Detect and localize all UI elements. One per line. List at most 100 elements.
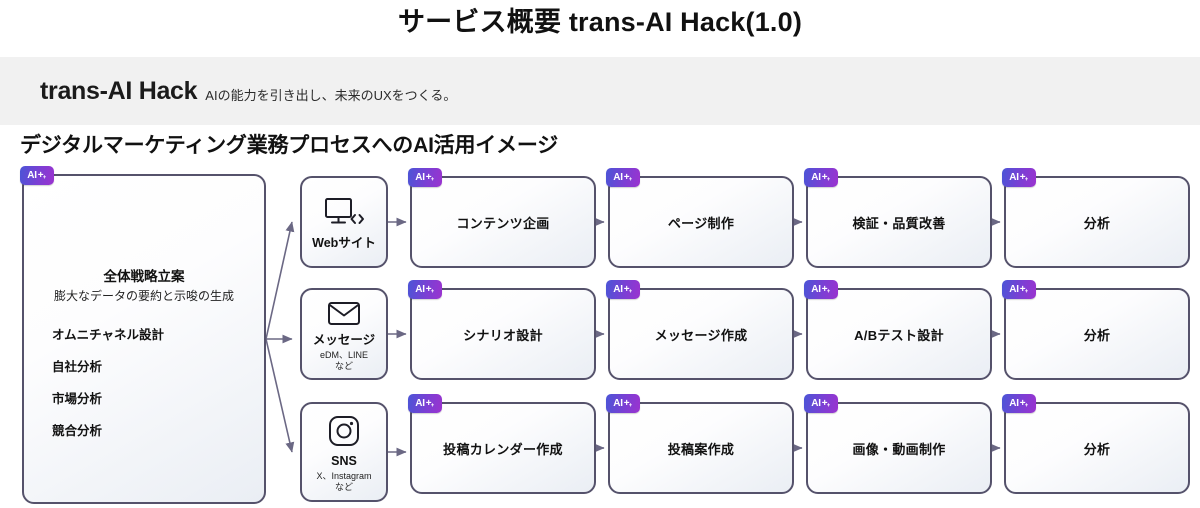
strategy-title: 全体戦略立案 xyxy=(103,269,185,284)
ai-badge-icon: AI + + xyxy=(606,168,640,187)
ai-badge-icon: AI + + xyxy=(408,394,442,413)
process-card-msg-3[interactable]: AI + + A/Bテスト設計 xyxy=(804,280,992,380)
channel-card-web[interactable]: Webサイト xyxy=(300,176,388,268)
ai-sparkle-primary: + xyxy=(821,398,828,409)
ai-sparkle-secondary: + xyxy=(628,403,633,409)
ai-sparkle-icon: + + xyxy=(623,172,633,184)
channel-sublabel: X、Instagram など xyxy=(316,471,372,492)
ai-badge-label: AI xyxy=(811,171,821,183)
ai-badge-label: AI xyxy=(1009,283,1019,295)
ai-sparkle-secondary: + xyxy=(826,403,831,409)
process-card-sns-2[interactable]: AI + + 投稿案作成 xyxy=(606,394,794,494)
ai-sparkle-primary: + xyxy=(1019,398,1026,409)
ai-badge-icon: AI + + xyxy=(606,394,640,413)
strategy-item: オムニチャネル設計 xyxy=(52,328,165,342)
ai-sparkle-secondary: + xyxy=(826,289,831,295)
channel-label: メッセージ xyxy=(312,333,376,347)
ai-sparkle-primary: + xyxy=(1019,172,1026,183)
ai-badge-icon: AI + + xyxy=(1002,168,1036,187)
channel-label: SNS xyxy=(331,454,357,468)
process-card-sns-1[interactable]: AI + + 投稿カレンダー作成 xyxy=(408,394,596,494)
ai-badge-label: AI xyxy=(415,171,425,183)
process-card-sns-4[interactable]: AI + + 分析 xyxy=(1002,394,1190,494)
ai-badge-label: AI xyxy=(1009,397,1019,409)
ai-badge-label: AI xyxy=(613,171,623,183)
fanout-connectors xyxy=(265,221,295,453)
ai-badge-label: AI xyxy=(811,397,821,409)
process-label: シナリオ設計 xyxy=(463,327,543,343)
channel-card-sns[interactable]: SNS X、Instagram など xyxy=(300,402,388,502)
ai-sparkle-icon: + + xyxy=(425,284,435,296)
ai-sparkle-primary: + xyxy=(1019,284,1026,295)
process-card-msg-4[interactable]: AI + + 分析 xyxy=(1002,280,1190,380)
ai-sparkle-primary: + xyxy=(425,172,432,183)
strategy-item: 自社分析 xyxy=(52,360,103,374)
process-card-msg-1[interactable]: AI + + シナリオ設計 xyxy=(408,280,596,380)
ai-sparkle-primary: + xyxy=(425,398,432,409)
process-label: 画像・動画制作 xyxy=(852,441,946,457)
ai-sparkle-secondary: + xyxy=(42,175,47,181)
ai-sparkle-secondary: + xyxy=(430,177,435,183)
ai-badge-label: AI xyxy=(1009,171,1019,183)
ai-sparkle-icon: + + xyxy=(624,398,633,410)
process-label: 分析 xyxy=(1083,441,1111,457)
ai-sparkle-secondary: + xyxy=(1024,289,1029,295)
process-card-web-1[interactable]: AI + + コンテンツ企画 xyxy=(408,168,596,268)
ai-badge-icon: AI + + xyxy=(1002,280,1036,299)
ai-badge-icon: AI + + xyxy=(408,280,442,299)
ai-sparkle-secondary: + xyxy=(430,403,435,409)
strategy-item: 競合分析 xyxy=(52,424,103,438)
process-diagram: AI + + 全体戦略立案 膨大なデータの要約と示唆の生成 オムニチャネル設計 … xyxy=(0,160,1200,508)
brand-banner-content: trans-AI Hack AIの能力を引き出し、未来のUXをつくる。 xyxy=(40,57,456,125)
process-card-msg-2[interactable]: AI + + メッセージ作成 xyxy=(606,280,794,380)
ai-badge-icon: AI + + xyxy=(804,168,838,187)
ai-badge-icon: AI + + xyxy=(804,280,838,299)
ai-sparkle-primary: + xyxy=(623,284,630,295)
ai-badge-icon: AI + + xyxy=(1002,394,1036,413)
process-label: ページ制作 xyxy=(667,215,735,231)
process-card-web-2[interactable]: AI + + ページ制作 xyxy=(606,168,794,268)
ai-sparkle-icon: + + xyxy=(425,398,435,410)
channel-label: Webサイト xyxy=(312,236,376,250)
ai-badge-label: AI xyxy=(613,283,623,295)
strategy-item-list: オムニチャネル設計 自社分析 市場分析 競合分析 xyxy=(24,319,264,447)
ai-badge-icon: AI + + xyxy=(20,166,54,185)
channel-card-message[interactable]: メッセージ eDM、LINE など xyxy=(300,288,388,380)
ai-sparkle-primary: + xyxy=(37,170,44,181)
ai-sparkle-icon: + + xyxy=(821,172,831,184)
envelope-icon xyxy=(326,296,362,330)
ai-sparkle-icon: + + xyxy=(425,172,435,184)
ai-badge-icon: AI + + xyxy=(606,280,640,299)
process-label: 投稿案作成 xyxy=(667,441,735,457)
channel-to-step-connectors xyxy=(388,217,407,457)
section-heading: デジタルマーケティング業務プロセスへのAI活用イメージ xyxy=(20,134,559,157)
ai-sparkle-primary: + xyxy=(821,172,828,183)
brand-tagline: AIの能力を引き出し、未来のUXをつくる。 xyxy=(205,87,457,103)
process-label: 検証・品質改善 xyxy=(852,215,946,231)
ai-sparkle-secondary: + xyxy=(1024,177,1029,183)
ai-sparkle-primary: + xyxy=(623,172,630,183)
ai-sparkle-primary: + xyxy=(425,284,432,295)
monitor-code-icon xyxy=(322,193,366,233)
ai-badge-icon: AI + + xyxy=(408,168,442,187)
ai-sparkle-icon: + + xyxy=(37,170,47,182)
process-card-sns-3[interactable]: AI + + 画像・動画制作 xyxy=(804,394,992,494)
ai-sparkle-icon: + + xyxy=(821,398,831,410)
ai-sparkle-icon: + + xyxy=(821,284,831,296)
ai-sparkle-secondary: + xyxy=(628,289,633,295)
ai-badge-label: AI xyxy=(27,169,37,181)
ai-badge-label: AI xyxy=(811,283,821,295)
channel-sublabel: eDM、LINE など xyxy=(319,350,368,371)
page-title: サービス概要 trans-AI Hack(1.0) xyxy=(397,7,803,37)
ai-badge-label: AI xyxy=(415,397,425,409)
process-label: 分析 xyxy=(1083,215,1111,231)
process-card-web-4[interactable]: AI + + 分析 xyxy=(1002,168,1190,268)
ai-sparkle-icon: + + xyxy=(1019,284,1029,296)
ai-sparkle-icon: + + xyxy=(1019,172,1029,184)
strategy-card[interactable]: AI + + 全体戦略立案 膨大なデータの要約と示唆の生成 オムニチャネル設計 … xyxy=(20,166,266,504)
process-card-web-3[interactable]: AI + + 検証・品質改善 xyxy=(804,168,992,268)
process-label: 分析 xyxy=(1083,327,1111,343)
ai-badge-label: AI xyxy=(415,283,425,295)
ai-sparkle-primary: + xyxy=(821,284,828,295)
ai-sparkle-secondary: + xyxy=(826,177,831,183)
